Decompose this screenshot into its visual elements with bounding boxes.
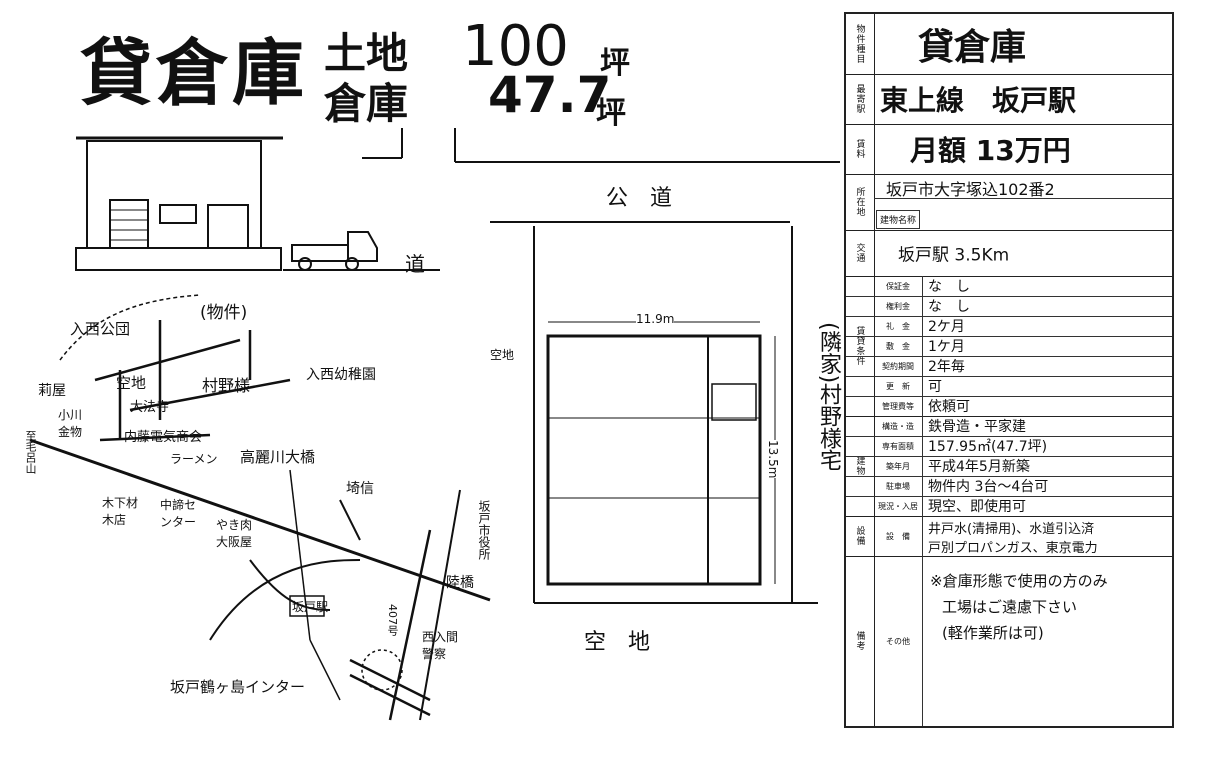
term-value: 依頼可 — [928, 399, 970, 415]
info-address: 坂戸市大字塚込102番2 — [886, 180, 1055, 199]
info-row-name: 物件種目 貸倉庫 — [846, 14, 1172, 75]
building-label: 築年月 — [874, 456, 923, 476]
term-value: 2ケ月 — [928, 319, 965, 335]
map-label: 埼信 — [346, 481, 374, 497]
info-access: 坂戸駅 3.5Km — [898, 245, 1010, 266]
info-cat: 賃貸条件 — [846, 276, 875, 416]
map-label: 西入間警察 — [422, 630, 459, 661]
depth-dimension: 13.5m — [766, 440, 780, 479]
map-label: 内藤電気商会 — [124, 430, 203, 445]
info-row-station: 最寄駅 東上線 坂戸駅 — [846, 74, 1172, 125]
info-divider — [874, 198, 1172, 199]
land-value: 100 — [462, 14, 569, 79]
map-label: ラーメン — [170, 452, 218, 466]
building-value: 物件内 3台〜4台可 — [928, 479, 1049, 495]
info-row-building: 建物 構造・造鉄骨造・平家建 専有面積 157.95㎡(47.7坪) 築年月平成4… — [846, 416, 1172, 517]
info-station: 東上線 坂戸駅 — [880, 84, 1077, 117]
info-building-name-label: 建物名称 — [876, 210, 921, 229]
term-label: 保証金 — [874, 276, 923, 296]
info-cat: 最寄駅 — [846, 74, 875, 124]
info-row-terms: 賃貸条件 保証金な し 権利金な し 礼 金 2ケ月 敷 金 1ケ月 契約期間 2年毎… — [846, 276, 1172, 417]
map-label: 高麗川大橋 — [240, 448, 316, 466]
equipment-label: 設 備 — [874, 516, 923, 556]
land-unit: 坪 — [600, 46, 630, 81]
info-cat: 物件種目 — [846, 14, 875, 74]
warehouse-value: 47.7 — [488, 66, 612, 124]
warehouse-label: 倉庫 — [324, 79, 409, 128]
remarks-label: その他 — [874, 556, 923, 726]
map-label: 407号 — [386, 604, 399, 636]
equipment-line: 井戸水(清掃用)、水道引込済 — [928, 522, 1095, 537]
map-label: 中諦センター — [160, 498, 197, 529]
term-label: 礼 金 — [874, 316, 923, 336]
building-label: 専有面積 — [874, 436, 923, 456]
map-label: 坂戸鶴ヶ島インター — [170, 678, 306, 696]
term-label: 契約期間 — [874, 356, 923, 376]
term-label: 敷 金 — [874, 336, 923, 356]
warehouse-unit: 坪 — [596, 96, 626, 131]
building-label: 現況・入居 — [874, 496, 923, 516]
vacant-bottom-label: 空 地 — [584, 630, 651, 655]
term-value: な し — [928, 279, 970, 295]
info-row-rent: 賃料 月額 13万円 — [846, 124, 1172, 175]
map-label: 小川金物 — [58, 408, 83, 439]
map-label: 木下材木店 — [102, 496, 139, 527]
info-cat: 建物 — [846, 416, 875, 516]
map-label: 至毛呂山 — [24, 430, 37, 474]
term-value: 2年毎 — [928, 359, 965, 375]
map-label: 入西幼稚園 — [306, 367, 376, 383]
info-row-remarks: 備考 その他 ※倉庫形態で使用の方のみ 工場はご遠慮下さい (軽作業所は可) — [846, 556, 1172, 726]
info-cat: 設備 — [846, 516, 875, 556]
info-cat: 備考 — [846, 556, 875, 726]
info-row-access: 交通 坂戸駅 3.5Km — [846, 230, 1172, 277]
info-row-address: 所在地 坂戸市大字塚込102番2 建物名称 — [846, 174, 1172, 231]
map-property-label: (物件) — [200, 303, 248, 323]
info-cat: 所在地 — [846, 174, 875, 230]
info-rent: 月額 13万円 — [910, 134, 1071, 167]
building-value: 鉄骨造・平家建 — [928, 419, 1026, 435]
page-title: 貸倉庫 — [80, 31, 309, 115]
term-label: 管理費等 — [874, 396, 923, 416]
term-label: 権利金 — [874, 296, 923, 316]
map-label: 村野様 — [202, 376, 251, 395]
term-value: 1ケ月 — [928, 339, 965, 355]
road-top-label: 公 道 — [606, 186, 673, 211]
info-row-equipment: 設備 設 備 井戸水(清掃用)、水道引込済 戸別プロパンガス、東京電力 — [846, 516, 1172, 557]
map-label: 入西公団 — [70, 320, 131, 338]
building-value: 平成4年5月新築 — [928, 459, 1030, 475]
map-label: 陸橋 — [446, 575, 474, 591]
land-label: 土地 — [324, 29, 409, 78]
remarks-line: ※倉庫形態で使用の方のみ — [930, 572, 1108, 590]
width-dimension: 11.9m — [636, 312, 675, 326]
property-info-table: 物件種目 貸倉庫 最寄駅 東上線 坂戸駅 賃料 月額 13万円 所在地 坂戸市大… — [844, 12, 1174, 728]
term-label: 更 新 — [874, 376, 923, 396]
remarks-line: (軽作業所は可) — [942, 624, 1044, 642]
map-label: 坂戸駅 — [292, 600, 329, 614]
building-value: 現空、即使用可 — [928, 499, 1026, 515]
map-label: 大法寺 — [130, 400, 170, 415]
building-value: 157.95㎡(47.7坪) — [928, 439, 1048, 455]
map-label: 坂戸市役所 — [477, 500, 491, 560]
remarks-line: 工場はご遠慮下さい — [942, 598, 1078, 616]
info-cat: 賃料 — [846, 124, 875, 174]
building-label: 構造・造 — [874, 416, 923, 436]
info-name: 貸倉庫 — [918, 27, 1027, 68]
equipment-line: 戸別プロパンガス、東京電力 — [928, 541, 1098, 556]
term-value: な し — [928, 299, 970, 315]
building-label: 駐車場 — [874, 476, 923, 496]
vacant-left-label: 空地 — [490, 348, 515, 362]
map-label: やき肉大阪屋 — [216, 518, 253, 549]
map-label: 空地 — [116, 374, 147, 392]
neighbor-label: (隣家)村野様宅 — [816, 322, 841, 472]
term-value: 可 — [928, 379, 942, 395]
info-cat: 交通 — [846, 230, 875, 276]
map-label: 莉屋 — [38, 383, 66, 399]
road-left-label: 道 — [405, 252, 425, 276]
